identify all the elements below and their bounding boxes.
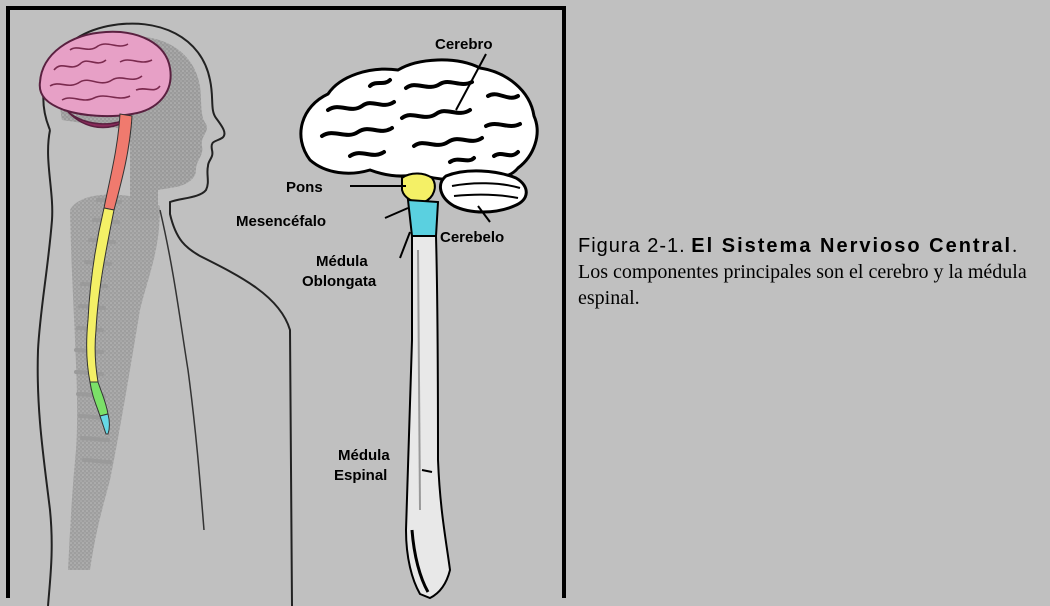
label-pons: Pons bbox=[286, 179, 323, 196]
brain-pink bbox=[38, 30, 172, 129]
label-cerebro: Cerebro bbox=[435, 36, 493, 53]
caption-text: . Los componentes principales son el cer… bbox=[578, 235, 1027, 309]
figure-caption: Figura 2-1. El Sistema Nervioso Central.… bbox=[578, 233, 1050, 311]
label-medula-espinal-line1: Médula bbox=[338, 447, 390, 464]
figure-panel: Cerebro Pons Mesencéfalo Cerebelo Médula… bbox=[6, 6, 566, 606]
label-cerebelo: Cerebelo bbox=[440, 229, 504, 246]
nervous-system-illustration: Cerebro Pons Mesencéfalo Cerebelo Médula… bbox=[36, 22, 539, 606]
caption-figure-number: Figura 2-1. bbox=[578, 235, 686, 257]
caption-title: El Sistema Nervioso Central bbox=[691, 235, 1013, 257]
label-medula-oblongata-line1: Médula bbox=[316, 253, 368, 270]
brain-detail bbox=[299, 58, 539, 600]
label-mesencefalo: Mesencéfalo bbox=[236, 213, 326, 230]
label-medula-oblongata-line2: Oblongata bbox=[302, 273, 377, 290]
label-medula-espinal-line2: Espinal bbox=[334, 467, 387, 484]
spinal-cord-colored bbox=[86, 113, 133, 435]
leader-lines bbox=[350, 53, 491, 473]
